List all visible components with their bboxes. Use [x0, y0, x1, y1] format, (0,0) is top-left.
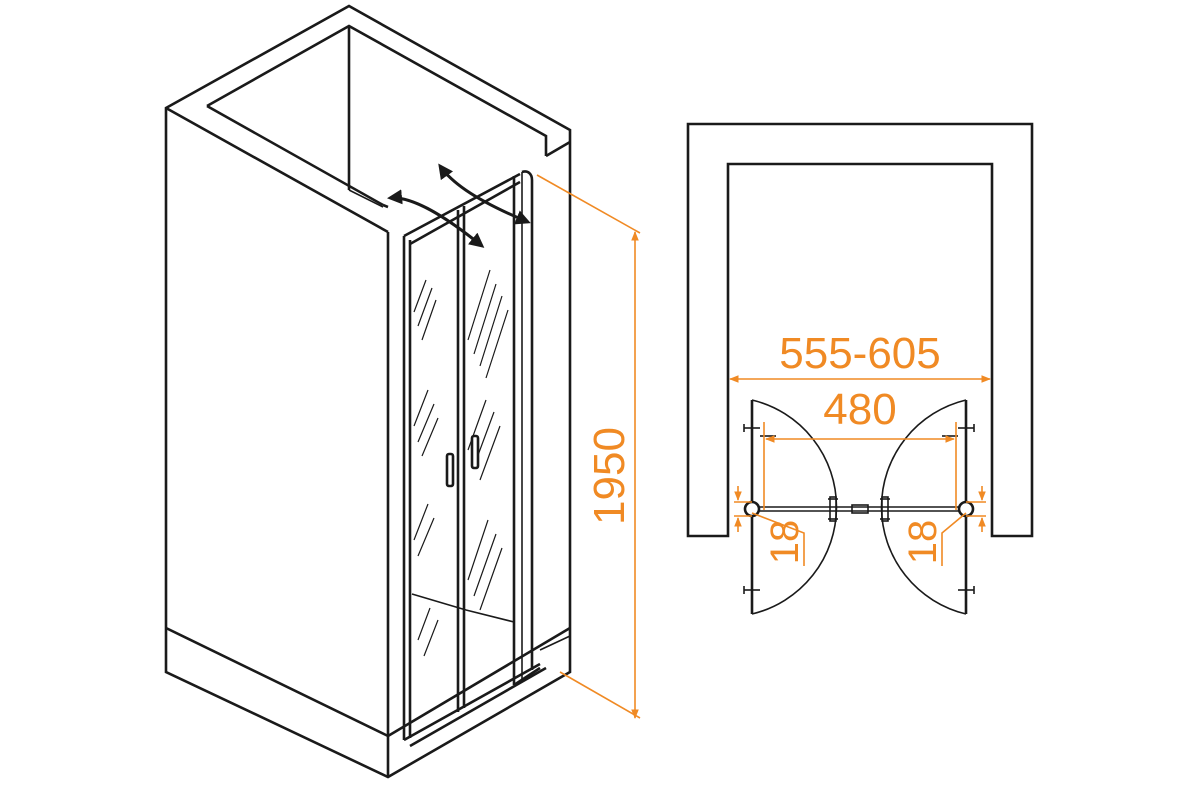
glass-reflections — [413, 269, 509, 657]
right-offset-label: 18 — [901, 520, 945, 565]
left-offset-dimension: 18 — [734, 486, 807, 566]
swing-arrows-icon — [387, 163, 531, 248]
opening-label: 480 — [823, 385, 896, 434]
door-handle-icon — [445, 434, 480, 488]
isometric-view: 1950 — [164, 4, 641, 779]
plan-view: 555-605 480 18 18 — [686, 122, 1034, 615]
opening-dimension: 480 — [763, 385, 957, 510]
width-dimension: 555-605 — [729, 329, 991, 383]
left-wall — [164, 4, 572, 779]
width-label: 555-605 — [779, 329, 940, 378]
height-label: 1950 — [585, 427, 634, 525]
right-offset-dimension: 18 — [901, 486, 986, 566]
left-brackets — [743, 400, 838, 614]
left-offset-label: 18 — [763, 520, 807, 565]
height-dimension: 1950 — [536, 174, 641, 719]
